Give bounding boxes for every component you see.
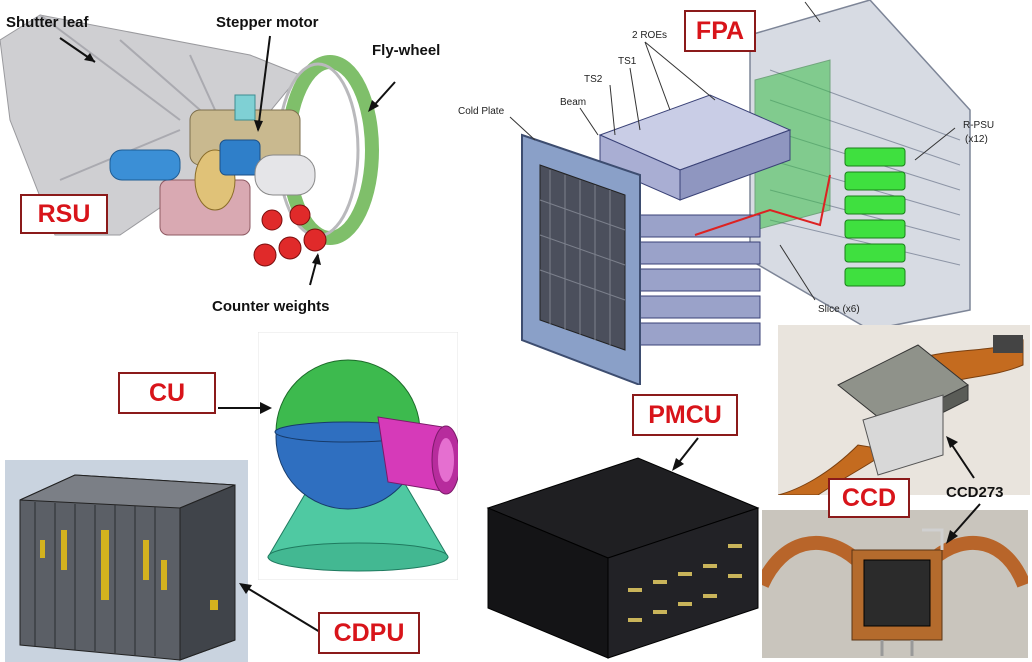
ccd273-label: CCD273 (946, 484, 1004, 501)
ccd-bottom-photo (762, 510, 1028, 658)
pmcu-arrow (672, 437, 699, 471)
ccd-top-photo (778, 325, 1030, 495)
r-psu-count-label: (x12) (965, 134, 988, 145)
cu-illustration (258, 332, 458, 580)
rsu-panel: Shutter leaf Stepper motor Fly-wheel Cou… (0, 0, 450, 320)
ccd-label: CCD (828, 478, 910, 518)
slice-label: Slice (x6) (818, 304, 860, 315)
rsu-label: RSU (20, 194, 108, 234)
cold-plate-label: Cold Plate (458, 106, 505, 117)
pmcu-label: PMCU (632, 394, 738, 436)
cu-arrow (218, 402, 272, 414)
ts1-label: TS1 (618, 56, 637, 67)
cdpu-label: CDPU (318, 612, 420, 654)
pmcu-panel (478, 448, 768, 660)
ccd273-illustration (778, 335, 1024, 495)
cu-panel (258, 332, 458, 580)
ccd273-arrow (946, 436, 975, 479)
two-roes-label: 2 ROEs (632, 30, 668, 41)
cdpu-arrow (239, 583, 321, 633)
ccd-arrow (946, 503, 981, 544)
fpa-panel: 2 ROEs TS1 TS2 Beam Cold Plate R-PSU (x1… (450, 0, 1032, 385)
beam-label: Beam (560, 97, 587, 108)
cu-label: CU (118, 372, 216, 414)
fpa-illustration (509, 0, 971, 385)
pmcu-illustration (486, 457, 760, 659)
counter-weights-label: Counter weights (212, 298, 330, 315)
shutter-leaf-label: Shutter leaf (6, 14, 89, 31)
stepper-motor-label: Stepper motor (216, 14, 319, 31)
ccd-illustration (762, 528, 1028, 656)
rsu-illustration (0, 14, 396, 286)
fly-wheel-label: Fly-wheel (372, 42, 441, 59)
ts2-label: TS2 (584, 74, 603, 85)
fpa-label: FPA (684, 10, 756, 52)
cdpu-illustration (19, 474, 236, 661)
cdpu-panel (5, 460, 248, 662)
r-psu-label: R-PSU (963, 120, 995, 131)
